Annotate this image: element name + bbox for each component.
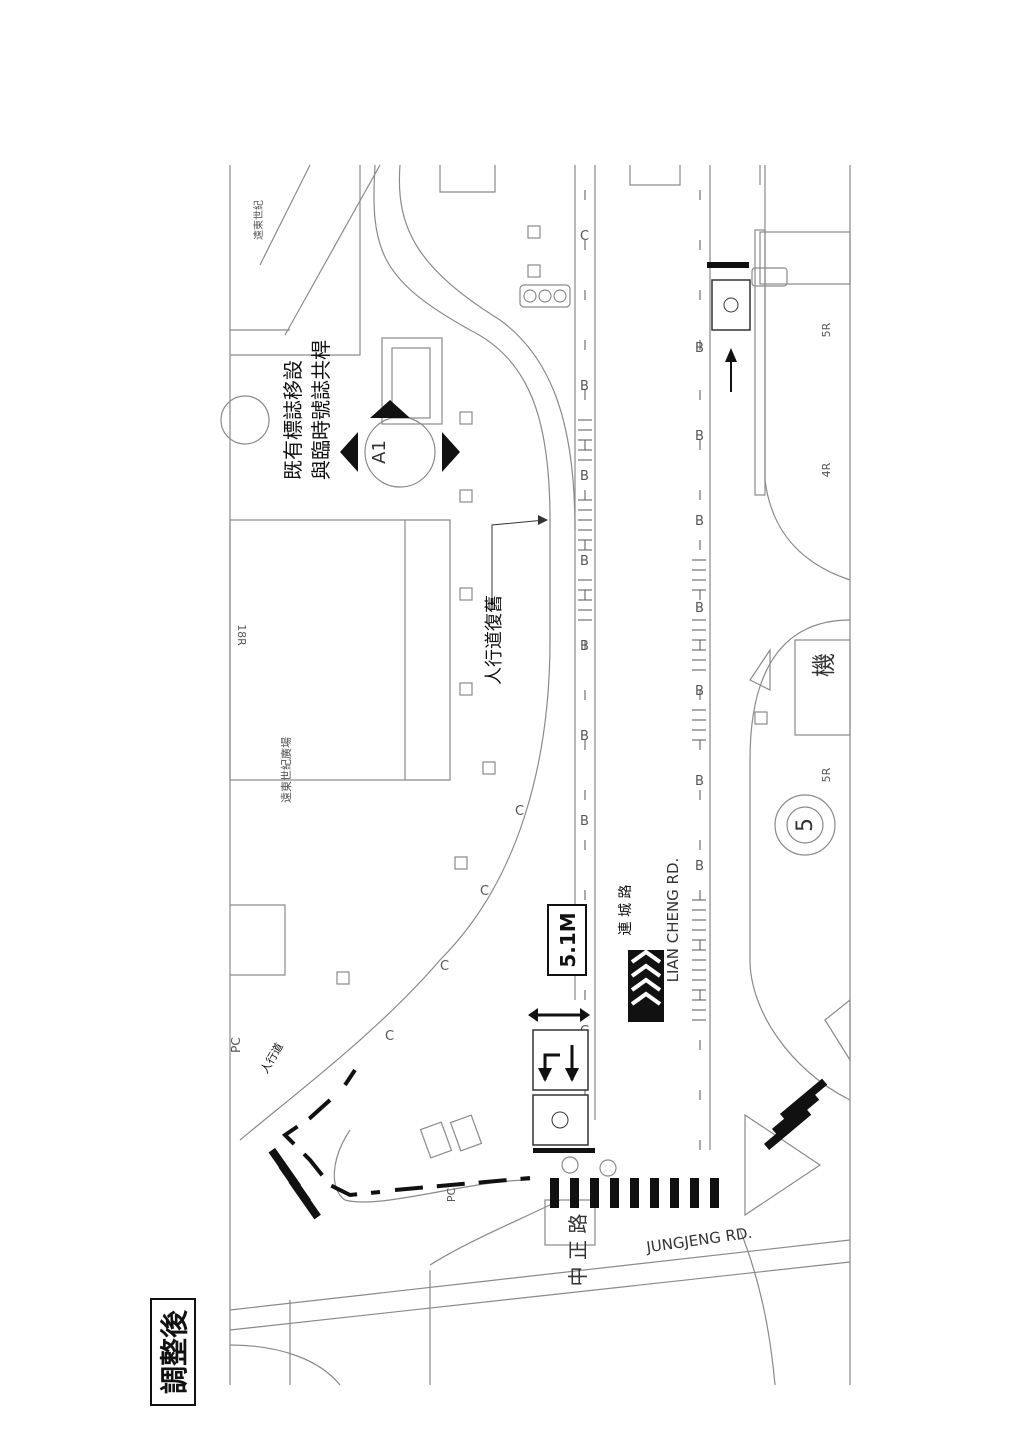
lane-code-3: 5R (820, 767, 833, 782)
cross-street-cn: 中 正 路 (566, 1214, 590, 1287)
curve-markers: C C C C (385, 804, 524, 1044)
motorbike-box (711, 279, 751, 392)
svg-text:B: B (580, 469, 589, 484)
pc-label-1: PC (229, 1037, 243, 1053)
sidewalk-label: 人行道 (257, 1040, 286, 1076)
crosswalk-right (763, 1078, 828, 1151)
svg-text:B: B (695, 774, 704, 789)
base-linework (220, 164, 851, 1386)
lane-code-1: 5R (820, 322, 833, 337)
sidewalk-restore-label: 人行道復舊 (484, 595, 505, 685)
stop-bars (533, 262, 749, 1153)
crosswalk-bottom (550, 1178, 719, 1208)
hatch-ticks (578, 419, 706, 1021)
plaza-label-top: 遠東世紀 (252, 200, 265, 240)
svg-text:B: B (695, 514, 704, 529)
svg-text:B: B (695, 429, 704, 444)
svg-text:B: B (695, 601, 704, 616)
svg-text:B: B (580, 814, 589, 829)
lane-code-2: 4R (820, 462, 833, 477)
crosswalk-left (268, 1147, 321, 1220)
existing-sign-note-2: 與臨時號誌共桿 (309, 340, 333, 480)
svg-text:B: B (695, 859, 704, 874)
main-street-en: LIAN CHENG RD. (664, 858, 682, 983)
svg-text:B: B (695, 341, 704, 356)
svg-text:B: B (580, 379, 589, 394)
section-marker (340, 400, 460, 472)
svg-text:C: C (515, 804, 524, 819)
page-title: 調整後 (158, 1309, 191, 1395)
rotated-labels: 既有標誌移設 與臨時號誌共桿 人行道復舊 人行道 遠東世紀廣場 遠東世紀 A1 … (229, 200, 838, 1286)
lane-width-marker: 5.1M (528, 904, 590, 1022)
svg-text:B: B (580, 729, 589, 744)
svg-text:C: C (440, 959, 449, 974)
svg-text:C: C (580, 229, 589, 244)
callout-arrow (491, 515, 548, 605)
plaza-label: 遠東世紀廣場 (279, 737, 293, 803)
svg-text:B: B (580, 554, 589, 569)
svg-text:B: B (695, 684, 704, 699)
pc-label-2: PC (445, 1188, 458, 1203)
temporary-walkway (281, 1068, 531, 1198)
svg-text:C: C (480, 884, 489, 899)
lane-code-4: 18R (235, 624, 248, 646)
svg-text:B: B (580, 639, 589, 654)
page-title-box: 調整後 (150, 1298, 196, 1406)
section-label: A1 (369, 440, 390, 464)
moto-label: 機 (810, 653, 838, 677)
chevron-sign (628, 949, 664, 1022)
cross-street-en: JUNGJENG RD. (644, 1224, 753, 1257)
existing-sign-note: 既有標誌移設 (281, 360, 305, 480)
main-street-cn: 連 城 路 (618, 885, 634, 936)
svg-text:C: C (385, 1029, 394, 1044)
turn-lane-box (532, 1029, 589, 1146)
lane-width-label: 5.1M (556, 912, 580, 967)
speed-limit: 5 (793, 818, 818, 832)
